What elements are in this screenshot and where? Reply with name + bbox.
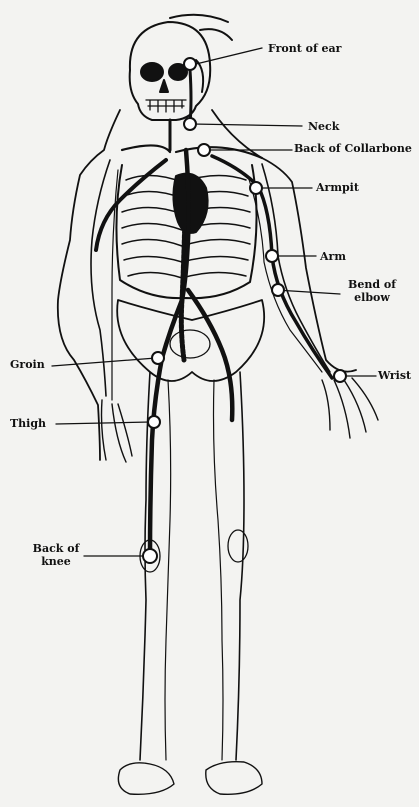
label-thigh: Thigh xyxy=(10,417,46,430)
point-back-of-knee xyxy=(143,549,157,563)
upper-arm-left xyxy=(91,160,110,396)
hair-stroke xyxy=(170,15,228,22)
leader-front-of-ear xyxy=(196,48,262,64)
label-neck: Neck xyxy=(308,120,339,133)
label-arm: Arm xyxy=(320,250,346,263)
point-arm xyxy=(266,250,278,262)
artery-arm-left xyxy=(96,160,166,250)
leg-inner-left xyxy=(165,380,171,760)
artery-right-leg xyxy=(188,290,232,420)
foot-right xyxy=(206,762,262,795)
point-armpit xyxy=(250,182,262,194)
point-front-of-ear xyxy=(184,58,196,70)
nose-cavity xyxy=(160,80,168,92)
hair-stroke-2 xyxy=(200,29,232,40)
hand-left xyxy=(102,400,133,462)
leg-inner-right xyxy=(214,380,224,760)
collarbones xyxy=(122,145,262,158)
leader-neck xyxy=(192,124,302,126)
leader-bend-of-elbow xyxy=(276,290,340,294)
point-groin xyxy=(152,352,164,364)
foot-left xyxy=(118,763,174,794)
label-front-of-ear: Front of ear xyxy=(268,42,341,55)
teeth xyxy=(146,100,186,112)
point-neck xyxy=(184,118,196,130)
jaw-line xyxy=(196,60,203,92)
label-groin: Groin xyxy=(10,358,45,371)
point-wrist xyxy=(334,370,346,382)
label-wrist: Wrist xyxy=(378,369,411,382)
pelvis xyxy=(117,300,264,381)
leader-thigh xyxy=(56,422,150,424)
eye-socket-left xyxy=(141,63,163,81)
point-bend-of-elbow xyxy=(272,284,284,296)
label-armpit: Armpit xyxy=(316,181,359,194)
artery-neck xyxy=(190,70,191,124)
hand-right xyxy=(322,378,378,438)
knee-right xyxy=(228,530,248,562)
femur-tibia-right xyxy=(236,372,244,760)
label-back-of-knee: Back of knee xyxy=(30,542,82,568)
label-bend-of-elbow: Bend of elbow xyxy=(342,278,402,304)
point-back-of-collarbone xyxy=(198,144,210,156)
body-outline-left xyxy=(58,110,120,460)
label-back-of-collarbone: Back of Collarbone xyxy=(294,142,412,155)
point-thigh xyxy=(148,416,160,428)
pelvic-opening xyxy=(170,330,210,358)
